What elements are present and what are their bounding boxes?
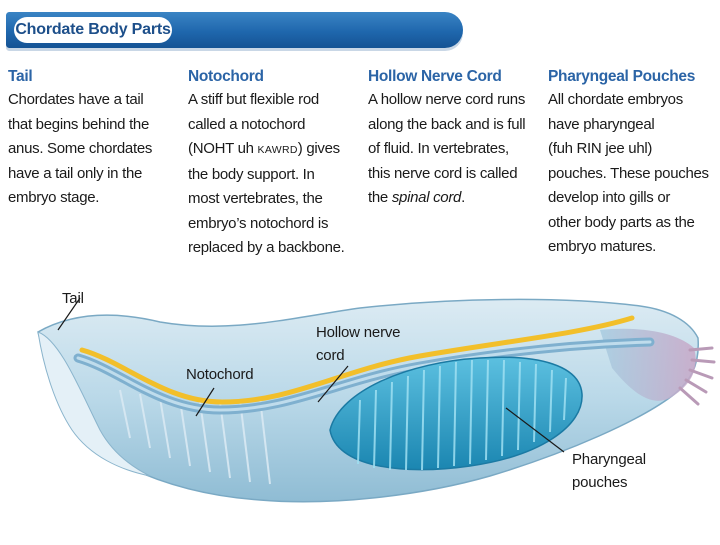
column-body: A stiff but flexible rod called a notoch… [188, 88, 358, 261]
body-line: anus. Some chordates [8, 137, 178, 162]
title-bar: Chordate Body Parts [6, 12, 463, 48]
label-notochord: Notochord [186, 364, 253, 385]
spinal-cord-term: spinal cord [392, 189, 461, 206]
text-plain: the [368, 189, 392, 206]
label-nerve-cord-line2: cord [316, 345, 344, 366]
column-heading: Notochord [188, 66, 358, 88]
column-body: All chordate embryos have pharyngeal (fu… [548, 88, 718, 260]
column-heading: Hollow Nerve Cord [368, 66, 538, 88]
body-line: (NOHT uh KAWRD) gives [188, 137, 358, 163]
body-line: of fluid. In vertebrates, [368, 137, 538, 162]
body-line: pouches. These pouches [548, 162, 718, 187]
label-pouches-line2: pouches [572, 472, 627, 493]
title-pill: Chordate Body Parts [14, 17, 172, 43]
pronunciation-end: ) gives [298, 140, 340, 157]
body-line: called a notochord [188, 113, 358, 138]
column-body: Chordates have a tail that begins behind… [8, 88, 178, 211]
body-line: embryo’s notochord is [188, 212, 358, 237]
chordate-illustration [0, 270, 720, 540]
body-line: have pharyngeal [548, 113, 718, 138]
body-line: Chordates have a tail [8, 88, 178, 113]
label-nerve-cord-line1: Hollow nerve [316, 322, 400, 343]
body-line: embryo stage. [8, 186, 178, 211]
body-line: that begins behind the [8, 113, 178, 138]
column-pharyngeal-pouches: Pharyngeal Pouches All chordate embryos … [548, 66, 718, 260]
body-line: A hollow nerve cord runs [368, 88, 538, 113]
page-title: Chordate Body Parts [15, 21, 170, 39]
column-tail: Tail Chordates have a tail that begins b… [8, 66, 178, 211]
column-body: A hollow nerve cord runs along the back … [368, 88, 538, 211]
body-line: other body parts as the [548, 211, 718, 236]
column-nerve-cord: Hollow Nerve Cord A hollow nerve cord ru… [368, 66, 538, 211]
pronunciation-stress: KAWRD [258, 144, 298, 156]
chordate-figure: Tail Notochord Hollow nerve cord Pharyng… [0, 270, 720, 540]
body-line: embryo matures. [548, 235, 718, 260]
body-line: the spinal cord. [368, 186, 538, 211]
column-heading: Tail [8, 66, 178, 88]
body-line: most vertebrates, the [188, 187, 358, 212]
body-line: along the back and is full [368, 113, 538, 138]
body-line: (fuh RIN jee uhl) [548, 137, 718, 162]
body-line: All chordate embryos [548, 88, 718, 113]
label-tail: Tail [62, 288, 84, 309]
body-line: A stiff but flexible rod [188, 88, 358, 113]
text-plain: . [461, 189, 465, 206]
column-notochord: Notochord A stiff but flexible rod calle… [188, 66, 358, 261]
pronunciation-start: (NOHT uh [188, 140, 258, 157]
body-line: the body support. In [188, 163, 358, 188]
column-heading: Pharyngeal Pouches [548, 66, 718, 88]
body-line: replaced by a backbone. [188, 236, 358, 261]
body-line: have a tail only in the [8, 162, 178, 187]
label-pouches-line1: Pharyngeal [572, 449, 646, 470]
body-line: develop into gills or [548, 186, 718, 211]
body-line: this nerve cord is called [368, 162, 538, 187]
